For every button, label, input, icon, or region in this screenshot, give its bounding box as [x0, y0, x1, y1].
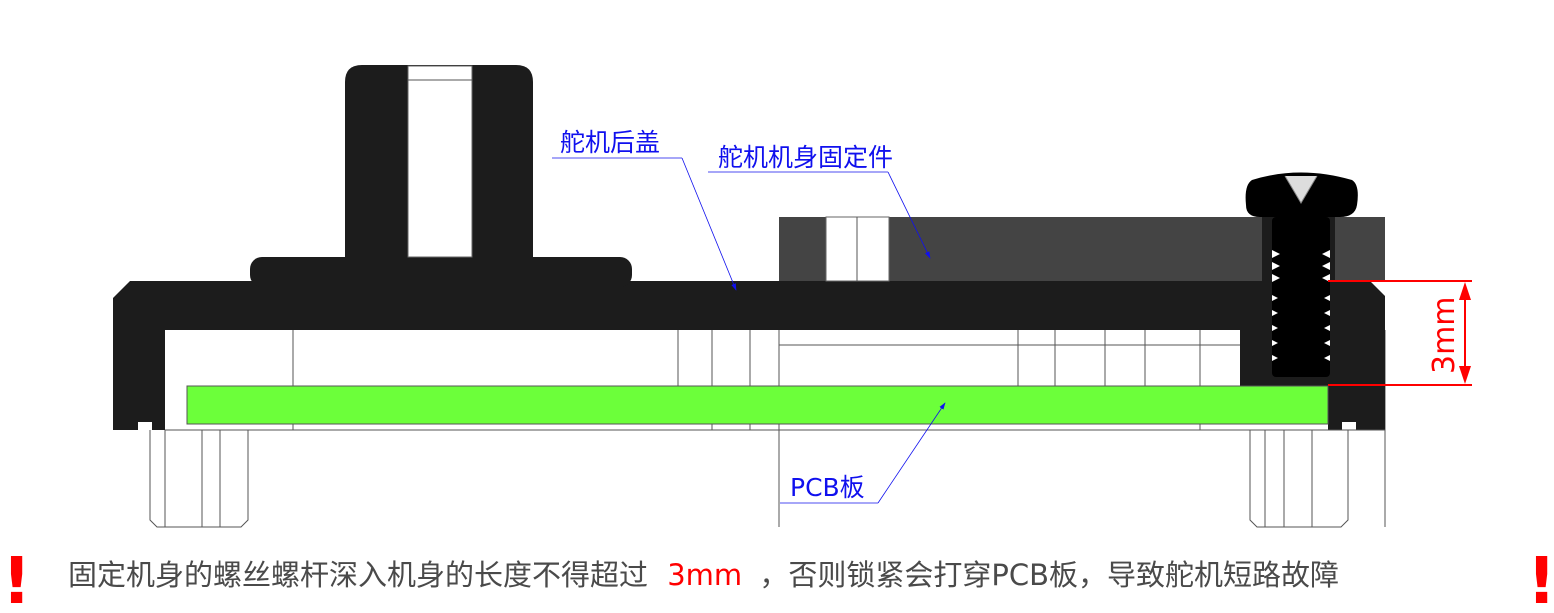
callout-body-fixture: 舵机机身固定件 [708, 143, 931, 259]
label-body-fixture: 舵机机身固定件 [718, 143, 893, 172]
caption-after: ，否则锁紧会打穿PCB板，导致舵机短路故障 [759, 558, 1339, 592]
servo-rear-cover [113, 65, 1385, 430]
label-pcb: PCB板 [790, 473, 865, 502]
pcb-board [186, 385, 1329, 425]
screw-thread [1272, 250, 1330, 361]
left-mounting-post [149, 430, 249, 528]
label-rear-cover: 舵机后盖 [560, 128, 660, 157]
right-mounting-post [1249, 430, 1349, 528]
warning-mark-left: ! [2, 545, 31, 613]
warning-mark-right: ! [1527, 545, 1554, 613]
screw [1245, 172, 1358, 377]
dimension-3mm: 3mm [1328, 280, 1472, 386]
caption-highlight: 3mm [667, 558, 742, 592]
callout-pcb: PCB板 [780, 402, 946, 504]
dimension-label: 3mm [1427, 296, 1462, 374]
warning-caption: 固定机身的螺丝螺杆深入机身的长度不得超过 3mm ，否则锁紧会打穿PCB板，导致… [68, 558, 1339, 592]
callout-rear-cover: 舵机后盖 [552, 128, 737, 291]
caption-before: 固定机身的螺丝螺杆深入机身的长度不得超过 [68, 558, 648, 592]
